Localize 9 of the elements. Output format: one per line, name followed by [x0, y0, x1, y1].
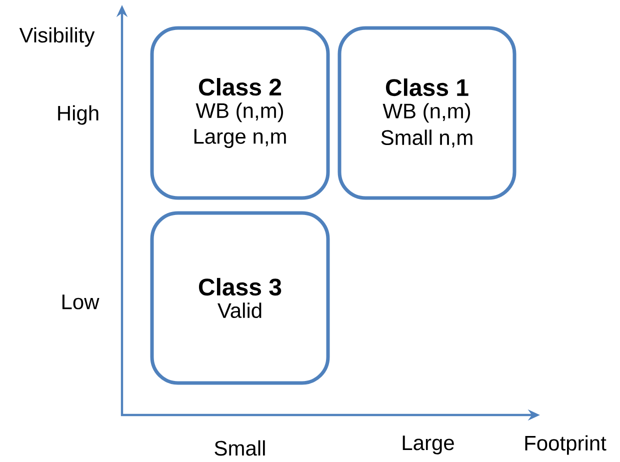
class-box: Class 2 WB (n,m) Large n,m: [150, 26, 330, 200]
axis-label: Small: [214, 440, 265, 456]
class-box: Class 1 WB (n,m) Small n,m: [338, 26, 516, 200]
axis-label: Low: [62, 294, 100, 310]
axis-label: Large: [402, 436, 454, 454]
axis-label: Footprint: [525, 435, 606, 455]
class-box: Class 3 Valid: [150, 211, 330, 385]
axis-label: Visibility: [19, 27, 95, 47]
axis-label: High: [58, 105, 98, 125]
